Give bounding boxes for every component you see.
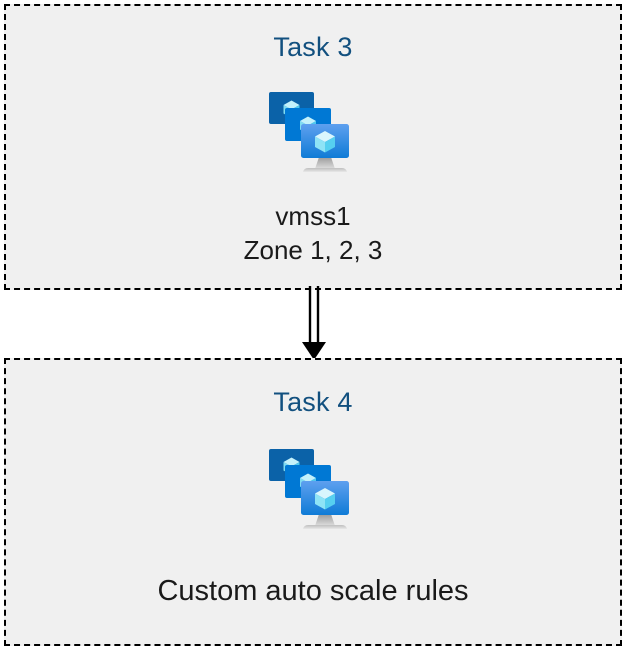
caption-line: Zone 1, 2, 3 [243, 235, 383, 266]
cube-glyph-front [315, 488, 335, 510]
vmss-monitor-stand [303, 157, 347, 172]
vmss-icon [269, 449, 349, 529]
task-title: Task 4 [273, 387, 353, 417]
caption-block: vmss1 Zone 1, 2, 3 [244, 199, 383, 268]
cube-glyph-front [315, 131, 335, 153]
vmss-monitor-stand [303, 514, 347, 529]
caption-line: Custom auto scale rules [157, 575, 469, 607]
vmss-screen-front [301, 481, 349, 515]
task-title: Task 3 [273, 32, 353, 62]
caption-line: vmss1 [275, 201, 351, 231]
caption-block: Custom auto scale rules [157, 572, 468, 610]
vmss-screen-front [301, 124, 349, 158]
task-box-task4: Task 4 [4, 358, 622, 646]
vmss-icon [269, 92, 349, 172]
double-line-arrow-icon [302, 286, 326, 360]
task-box-task3: Task 3 [4, 4, 622, 290]
